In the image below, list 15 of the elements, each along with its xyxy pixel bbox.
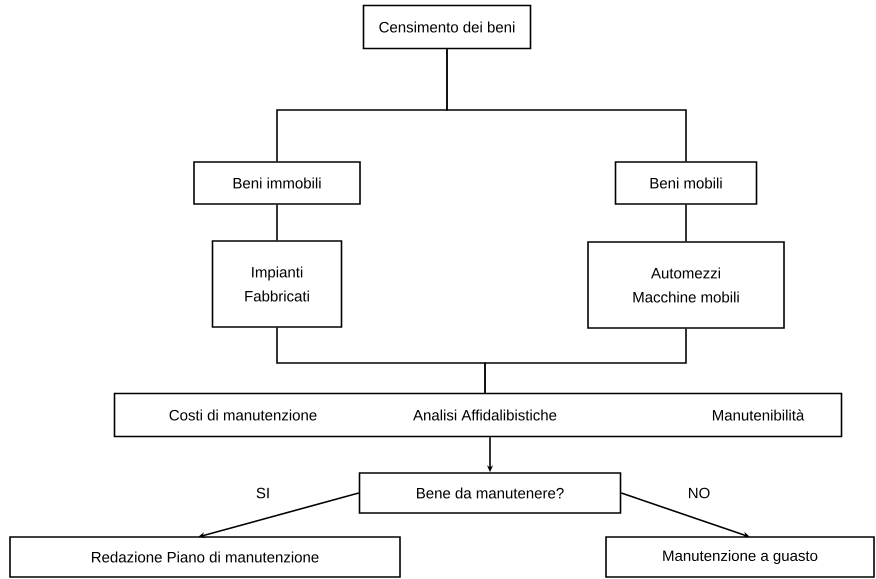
connector-line <box>685 204 687 242</box>
process-box: Manutenzione a guasto <box>605 536 875 578</box>
connector-line <box>446 49 687 162</box>
edge-label: NO <box>686 486 712 500</box>
process-box: Impianti Fabbricati <box>212 240 342 328</box>
connector-line <box>484 328 687 393</box>
edge-label: SI <box>254 486 272 500</box>
decision-box: Bene da manutenere? <box>358 472 622 514</box>
process-box: Redazione Piano di manutenzione <box>9 536 401 578</box>
process-box: Beni mobili <box>614 161 758 205</box>
connector-line <box>276 204 278 240</box>
process-box: Censimento dei beni <box>362 4 532 50</box>
process-box: Beni immobili <box>193 161 361 205</box>
process-box: Automezzi Macchine mobili <box>587 241 785 329</box>
process-box: Costi di manutenzione Analisi Affidalibistiche Manutenibilità <box>114 392 842 438</box>
